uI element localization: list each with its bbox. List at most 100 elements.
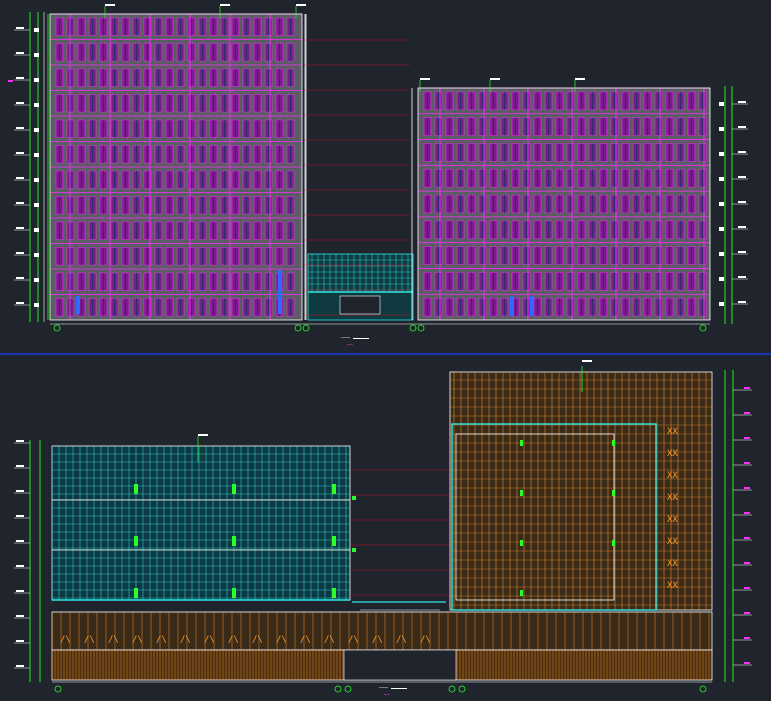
axis-bubble (334, 685, 342, 693)
level-flag (744, 462, 750, 464)
axis-bubble (302, 324, 310, 332)
level-tag (738, 126, 746, 128)
level-tag (16, 565, 24, 567)
level-flag (744, 637, 750, 639)
dim-tick (34, 128, 39, 132)
leader-text (420, 78, 430, 80)
level-tag (16, 615, 24, 617)
axis-bubble (699, 685, 707, 693)
brace-mark: XX (667, 449, 678, 459)
level-tag (738, 151, 746, 153)
dim-tick (34, 253, 39, 257)
dim-tick (719, 102, 724, 106)
entrance-glass (510, 296, 514, 316)
vent-marker (232, 484, 236, 494)
leader-text (198, 434, 208, 436)
leader-text (105, 4, 115, 6)
vent-marker (134, 536, 138, 546)
dim-tick (719, 152, 724, 156)
dim-tick (34, 53, 39, 57)
level-flag (8, 80, 13, 82)
level-tag (738, 201, 746, 203)
dim-tick (34, 153, 39, 157)
upper-elevation-view (8, 4, 748, 332)
axis-bubble (448, 685, 456, 693)
vent-marker (332, 484, 336, 494)
brace-mark: XX (667, 581, 678, 591)
curtain-panel (51, 549, 351, 601)
dim-tick (719, 277, 724, 281)
dim-tick (719, 127, 724, 131)
level-flag (744, 537, 750, 539)
level-tag (738, 226, 746, 228)
upper-right-tower (411, 87, 711, 321)
brace-mark: /\ (324, 635, 335, 645)
brace-mark: XX (667, 537, 678, 547)
brace-mark: /\ (180, 635, 191, 645)
dim-tick (34, 28, 39, 32)
leader-text (582, 360, 592, 362)
vent-marker (612, 490, 615, 496)
leader-text (575, 78, 585, 80)
lower-view-title-text: ——— (379, 685, 389, 691)
axis-bubble (409, 324, 417, 332)
lower-view-underline (391, 688, 408, 689)
leader-text (220, 4, 230, 6)
dim-tick (34, 278, 39, 282)
level-tag (16, 77, 24, 79)
upper-view-title-text: ——— (341, 335, 351, 341)
vent-marker (520, 490, 523, 496)
axis-bubble (294, 324, 302, 332)
dim-tick (34, 103, 39, 107)
level-flag (744, 512, 750, 514)
level-tag (16, 277, 24, 279)
level-tag (16, 515, 24, 517)
node-mark (352, 548, 356, 552)
leader-text (490, 78, 500, 80)
lower-left-block (51, 445, 450, 646)
lower-view-subtitle-text: —— (384, 692, 391, 698)
upper-view-subtitle-text: —— (347, 342, 354, 348)
dim-tick (719, 227, 724, 231)
brace-mark: /\ (372, 635, 383, 645)
upper-view-subtitle: —— (347, 342, 353, 348)
vent-marker (520, 540, 523, 546)
vent-marker (520, 590, 523, 596)
brace-mark: /\ (132, 635, 143, 645)
level-tag (16, 302, 24, 304)
brace-mark: /\ (348, 635, 359, 645)
vent-marker (612, 540, 615, 546)
brace-mark: /\ (420, 635, 431, 645)
leader-text (296, 4, 306, 6)
level-flag (744, 412, 750, 414)
lower-view-title: ——— (379, 685, 408, 691)
upper-link-block (304, 14, 414, 321)
dim-tick (719, 202, 724, 206)
vent-marker (232, 536, 236, 546)
level-tag (16, 202, 24, 204)
inner-panel (455, 433, 615, 601)
axis-bubble (458, 685, 466, 693)
tower-outline (417, 87, 711, 321)
level-tag (16, 640, 24, 642)
podium-upper (51, 611, 713, 651)
entrance-door (339, 295, 381, 315)
brace-mark: /\ (276, 635, 287, 645)
level-tag (16, 440, 24, 442)
dim-tick (719, 252, 724, 256)
level-tag (16, 465, 24, 467)
vent-marker (134, 484, 138, 494)
brace-mark: /\ (300, 635, 311, 645)
vent-marker (134, 588, 138, 598)
dim-tick (34, 303, 39, 307)
brace-mark: XX (667, 493, 678, 503)
tower-outline (49, 13, 303, 321)
brace-mark: XX (667, 471, 678, 481)
level-tag (738, 176, 746, 178)
level-tag (16, 52, 24, 54)
entrance-glass (76, 296, 80, 314)
brace-mark: /\ (108, 635, 119, 645)
upper-view-title: ——— (341, 335, 370, 341)
